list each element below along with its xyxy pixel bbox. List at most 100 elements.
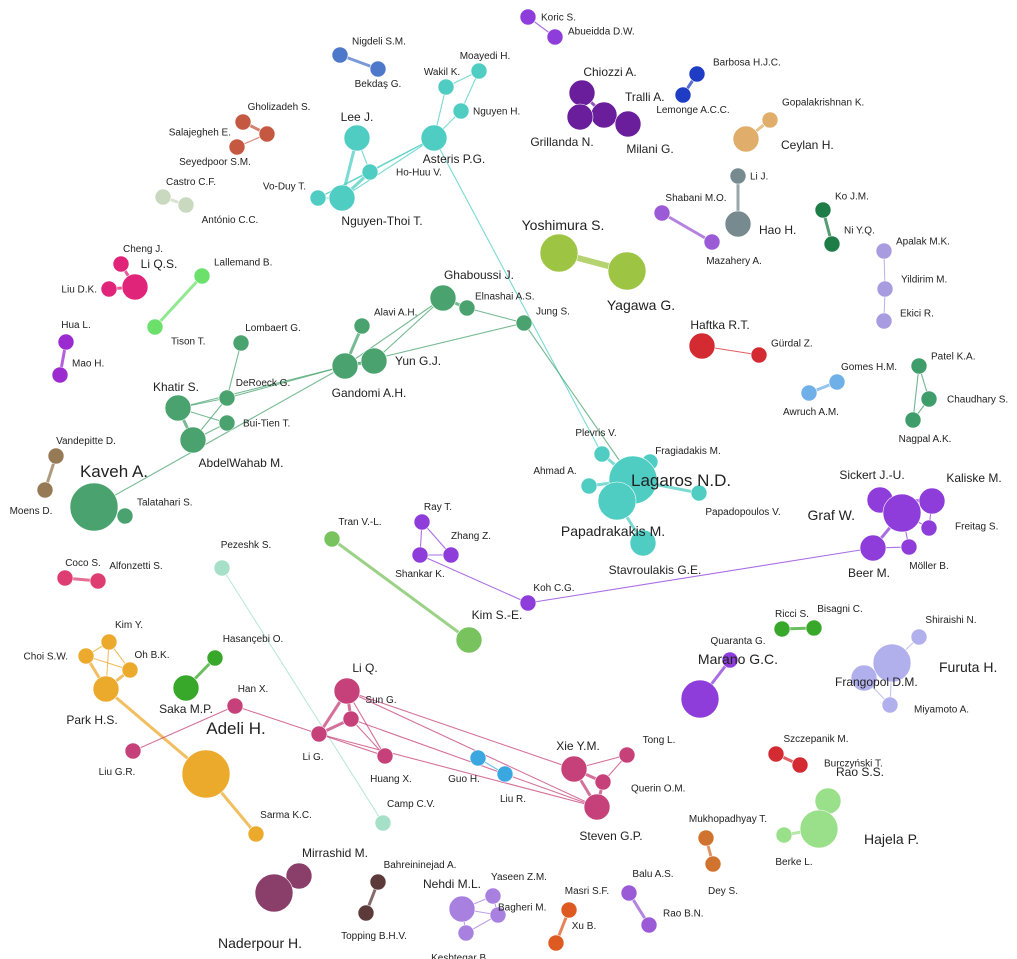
node-moller[interactable] — [900, 538, 918, 556]
node-seyedpoor[interactable] — [228, 138, 246, 156]
node-steven[interactable] — [583, 793, 611, 821]
node-yungj[interactable] — [360, 347, 388, 375]
node-sung[interactable] — [342, 710, 360, 728]
node-rayt[interactable] — [413, 513, 431, 531]
node-liudk[interactable] — [100, 280, 118, 298]
node-lemonge[interactable] — [674, 86, 692, 104]
node-gopal[interactable] — [761, 111, 779, 129]
node-haftka[interactable] — [688, 332, 716, 360]
node-chaudhary[interactable] — [920, 390, 938, 408]
node-lombaert[interactable] — [232, 334, 250, 352]
node-keshtegar[interactable] — [457, 924, 475, 942]
node-kimse[interactable] — [455, 626, 483, 654]
node-liur[interactable] — [496, 765, 514, 783]
node-shankar[interactable] — [411, 546, 429, 564]
node-ohbk[interactable] — [121, 661, 139, 679]
node-raobn[interactable] — [640, 916, 658, 934]
node-leej[interactable] — [343, 124, 371, 152]
node-gholizadeh[interactable] — [234, 113, 252, 131]
node-liq[interactable] — [333, 677, 361, 705]
node-bagheri[interactable] — [489, 906, 507, 924]
node-stavroulakis[interactable] — [629, 529, 657, 557]
node-beerm[interactable] — [859, 534, 887, 562]
node-gurdal[interactable] — [750, 346, 768, 364]
node-papadopoulos[interactable] — [690, 484, 708, 502]
node-gandomi[interactable] — [331, 352, 359, 380]
node-hasancebi[interactable] — [206, 649, 224, 667]
node-khatir[interactable] — [164, 394, 192, 422]
node-gomes[interactable] — [828, 373, 846, 391]
node-awruch[interactable] — [800, 384, 818, 402]
node-abueidda[interactable] — [546, 28, 564, 46]
node-abdelwahab[interactable] — [179, 426, 207, 454]
node-chengj[interactable] — [112, 255, 130, 273]
node-vandepitte[interactable] — [47, 447, 65, 465]
node-castro[interactable] — [154, 188, 172, 206]
node-shabani[interactable] — [653, 204, 671, 222]
node-tranvl[interactable] — [323, 530, 341, 548]
node-asteris[interactable] — [420, 124, 448, 152]
node-pezeshk[interactable] — [213, 559, 231, 577]
node-mirrashid[interactable] — [285, 862, 313, 890]
node-bekdas[interactable] — [369, 60, 387, 78]
node-liugr[interactable] — [124, 742, 142, 760]
node-kaveh[interactable] — [69, 482, 119, 532]
node-nguyenh[interactable] — [452, 102, 470, 120]
node-balu[interactable] — [620, 884, 638, 902]
node-hohuu[interactable] — [361, 163, 379, 181]
node-frangopol[interactable] — [850, 664, 878, 692]
node-antonio[interactable] — [177, 196, 195, 214]
node-guoh[interactable] — [469, 749, 487, 767]
node-marano[interactable] — [680, 679, 720, 719]
node-zhangz[interactable] — [442, 546, 460, 564]
node-mukho[interactable] — [697, 829, 715, 847]
node-berke[interactable] — [775, 826, 793, 844]
node-deroeck[interactable] — [218, 389, 236, 407]
node-masri[interactable] — [560, 901, 578, 919]
node-hanx[interactable] — [226, 697, 244, 715]
node-tison[interactable] — [146, 318, 164, 336]
node-mazahery[interactable] — [703, 233, 721, 251]
node-talatahari[interactable] — [116, 507, 134, 525]
node-nguyenthoi[interactable] — [328, 184, 356, 212]
node-apalak[interactable] — [875, 242, 893, 260]
node-jungs[interactable] — [515, 314, 533, 332]
node-tralli[interactable] — [590, 101, 618, 129]
node-patel[interactable] — [910, 357, 928, 375]
node-ceylan[interactable] — [732, 125, 760, 153]
node-cocos[interactable] — [56, 569, 74, 587]
node-choisw[interactable] — [77, 647, 95, 665]
node-saka[interactable] — [172, 674, 200, 702]
node-moayedi[interactable] — [470, 62, 488, 80]
node-alfonzetti[interactable] — [89, 572, 107, 590]
node-kaliske[interactable] — [918, 487, 946, 515]
node-milani[interactable] — [614, 110, 642, 138]
node-tongl[interactable] — [618, 746, 636, 764]
node-liqs[interactable] — [121, 273, 149, 301]
node-xieym[interactable] — [560, 755, 588, 783]
node-chiozzi[interactable] — [568, 79, 596, 107]
node-hual[interactable] — [57, 333, 75, 351]
node-niyq[interactable] — [823, 235, 841, 253]
node-nehdi[interactable] — [448, 895, 476, 923]
node-topping[interactable] — [357, 904, 375, 922]
node-lig[interactable] — [310, 725, 328, 743]
node-parkhs[interactable] — [92, 675, 120, 703]
node-szczepanik[interactable] — [767, 745, 785, 763]
node-grillanda[interactable] — [566, 103, 594, 131]
node-lij[interactable] — [729, 167, 747, 185]
node-kojm[interactable] — [814, 201, 832, 219]
node-barbosa[interactable] — [688, 65, 706, 83]
node-salajegheh[interactable] — [258, 125, 276, 143]
node-adeli[interactable] — [181, 749, 231, 799]
node-nigdeli[interactable] — [331, 46, 349, 64]
node-plevris[interactable] — [593, 445, 611, 463]
node-hajela[interactable] — [799, 809, 839, 849]
node-shiraishi[interactable] — [910, 628, 928, 646]
node-yaseen[interactable] — [484, 887, 502, 905]
node-querin[interactable] — [594, 773, 612, 791]
node-lallemand[interactable] — [193, 267, 211, 285]
node-huangx[interactable] — [376, 747, 394, 765]
node-voduy[interactable] — [309, 189, 327, 207]
node-papadrakakis[interactable] — [597, 481, 637, 521]
